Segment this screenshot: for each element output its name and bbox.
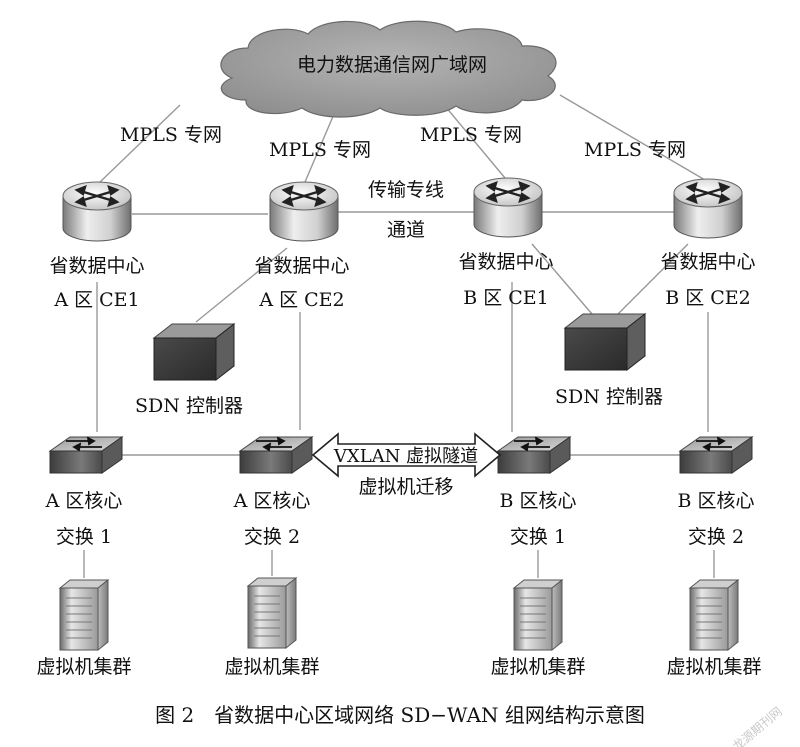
vm-migration-label: 虚拟机迁移 <box>358 476 453 498</box>
transport-channel-label-1: 传输专线 <box>368 179 444 201</box>
link-router-a2-controller <box>195 247 288 323</box>
switch-b1: B 区核心 交换 1 <box>497 436 577 548</box>
switch-label-line1: A 区核心 <box>45 490 123 512</box>
switch-a1: A 区核心 交换 1 <box>45 436 123 548</box>
link-router-b1-controller <box>531 243 593 315</box>
cluster-label: 虚拟机集群 <box>666 656 761 678</box>
switch-label-line1: B 区核心 <box>499 490 576 512</box>
router-icon <box>61 180 133 243</box>
transport-channel-label-2: 通道 <box>387 219 425 241</box>
router-label-line1: 省数据中心 <box>254 255 349 277</box>
router-label-line2: A 区 CE1 <box>53 289 139 311</box>
router-icon <box>672 177 744 240</box>
vm-cluster-4: 虚拟机集群 <box>666 579 762 678</box>
router-b-ce1: 省数据中心 B 区 CE1 <box>458 176 554 309</box>
switch-label-line2: 交换 1 <box>56 526 112 548</box>
sdn-controller-a: SDN 控制器 <box>135 323 243 417</box>
switch-a2: A 区核心 交换 2 <box>233 436 313 548</box>
server-icon <box>689 579 739 651</box>
server-icon <box>59 579 109 651</box>
switch-label-line1: B 区核心 <box>677 490 754 512</box>
vm-cluster-3: 虚拟机集群 <box>490 579 586 678</box>
figure-caption: 图 2 省数据中心区域网络 SD−WAN 组网结构示意图 <box>155 703 645 727</box>
router-label-line1: 省数据中心 <box>660 251 755 273</box>
cloud-label: 电力数据通信网广域网 <box>297 54 487 76</box>
router-icon <box>472 176 544 239</box>
controller-label: SDN 控制器 <box>135 395 243 417</box>
switch-icon <box>239 436 313 474</box>
router-a-ce1: 省数据中心 A 区 CE1 <box>49 180 145 311</box>
mpls-label-4: MPLS 专网 <box>584 139 686 161</box>
link-cloud-router-a1 <box>99 104 181 183</box>
watermark: 龙源期刊网 <box>730 704 785 747</box>
switch-b2: B 区核心 交换 2 <box>677 436 755 548</box>
mpls-label-3: MPLS 专网 <box>420 124 522 146</box>
vxlan-label: VXLAN 虚拟隧道 <box>333 446 478 467</box>
switch-label-line2: 交换 2 <box>688 526 744 548</box>
router-label-line2: B 区 CE2 <box>665 287 751 309</box>
cluster-label: 虚拟机集群 <box>224 656 319 678</box>
switch-icon <box>49 436 123 474</box>
link-cloud-router-b1 <box>439 99 506 179</box>
switch-icon <box>497 436 571 474</box>
cluster-label: 虚拟机集群 <box>36 656 131 678</box>
switch-label-line1: A 区核心 <box>233 490 311 512</box>
router-icon <box>268 180 340 243</box>
cluster-label: 虚拟机集群 <box>490 656 585 678</box>
router-label-line1: 省数据中心 <box>458 251 553 273</box>
link-router-b2-controller <box>617 243 689 315</box>
server-icon <box>247 577 297 649</box>
sdn-controller-b: SDN 控制器 <box>555 313 663 408</box>
server-box-icon <box>564 313 646 371</box>
switch-label-line2: 交换 2 <box>244 526 300 548</box>
router-label-line2: A 区 CE2 <box>258 289 344 311</box>
wan-cloud: 电力数据通信网广域网 <box>220 20 557 118</box>
router-label-line1: 省数据中心 <box>49 255 144 277</box>
link-cloud-router-b2 <box>559 94 706 181</box>
router-b-ce2: 省数据中心 B 区 CE2 <box>660 177 756 309</box>
router-a-ce2: 省数据中心 A 区 CE2 <box>254 180 350 311</box>
mpls-label-2: MPLS 专网 <box>269 139 371 161</box>
controller-label: SDN 控制器 <box>555 386 663 408</box>
switch-label-line2: 交换 1 <box>510 526 566 548</box>
server-icon <box>513 579 563 651</box>
mpls-label-1: MPLS 专网 <box>120 124 222 146</box>
server-box-icon <box>153 323 235 381</box>
connection-lines <box>83 94 715 578</box>
vm-cluster-1: 虚拟机集群 <box>36 579 132 678</box>
vxlan-tunnel-arrow: VXLAN 虚拟隧道 <box>311 432 502 478</box>
router-label-line2: B 区 CE1 <box>463 287 549 309</box>
vm-cluster-2: 虚拟机集群 <box>224 577 320 678</box>
switch-icon <box>679 436 753 474</box>
